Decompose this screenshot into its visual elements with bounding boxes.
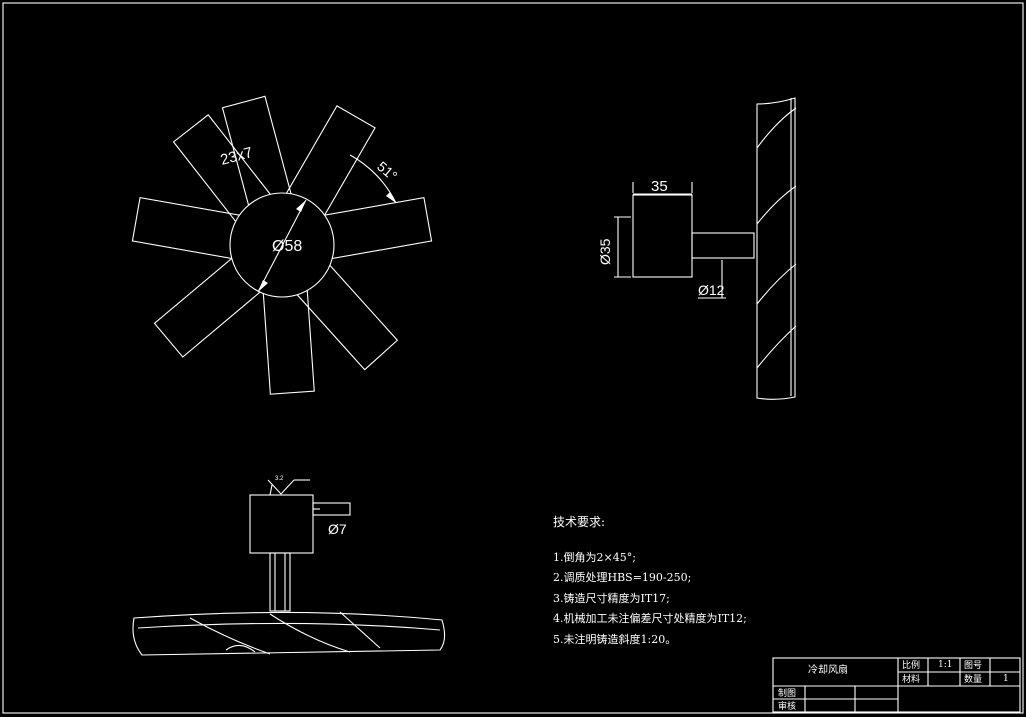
- hub-diameter-line: [257, 199, 307, 293]
- part-name: 冷却风扇: [808, 665, 848, 676]
- drawn-label: 制图: [778, 689, 797, 699]
- shaft-body: [691, 232, 755, 259]
- material-label: 材料: [902, 675, 921, 685]
- blade-angle-label: 51°: [374, 158, 401, 184]
- top-shaft: [269, 552, 291, 612]
- top-boss: [249, 494, 314, 554]
- blade-size-label: 23x7: [219, 144, 255, 169]
- surface-finish-label: 3.2: [275, 476, 284, 482]
- top-blade: [132, 611, 446, 656]
- boss-diameter-label: Ø35: [597, 238, 613, 265]
- requirement-item: 5.未注明铸造斜度1:20。: [553, 632, 677, 646]
- technical-requirements-title: 技术要求:: [553, 515, 606, 529]
- scale-label: 比例: [902, 661, 921, 671]
- scale-value: 1:1: [938, 660, 953, 670]
- pin-diameter-label: Ø7: [328, 521, 347, 537]
- title-block-grid: [772, 657, 1021, 713]
- blade-angle-arc: [349, 154, 397, 204]
- shaft-diameter-label: Ø12: [698, 282, 725, 298]
- hub-diameter-label: Ø58: [272, 238, 302, 255]
- quantity-label: 数量: [964, 675, 983, 685]
- boss-body: [632, 194, 693, 278]
- quantity-value: 1: [1003, 674, 1009, 684]
- checked-label: 审核: [778, 702, 797, 712]
- requirement-item: 1.倒角为2×45°;: [553, 550, 636, 564]
- requirement-item: 4.机械加工未注偏差尺寸处精度为IT12;: [553, 612, 747, 625]
- top-view: [132, 479, 446, 656]
- requirement-item: 3.铸造尺寸精度为IT17;: [553, 591, 670, 605]
- side-view: [614, 97, 797, 400]
- drawing-no-label: 图号: [964, 661, 983, 671]
- front-view: [131, 95, 433, 395]
- shaft-length-label: 35: [651, 178, 668, 195]
- requirement-item: 2.调质处理HBS=190-250;: [553, 571, 692, 584]
- blade-profile: [756, 97, 796, 400]
- technical-requirements: 技术要求: 1.倒角为2×45°; 2.调质处理HBS=190-250; 3.铸…: [553, 512, 747, 650]
